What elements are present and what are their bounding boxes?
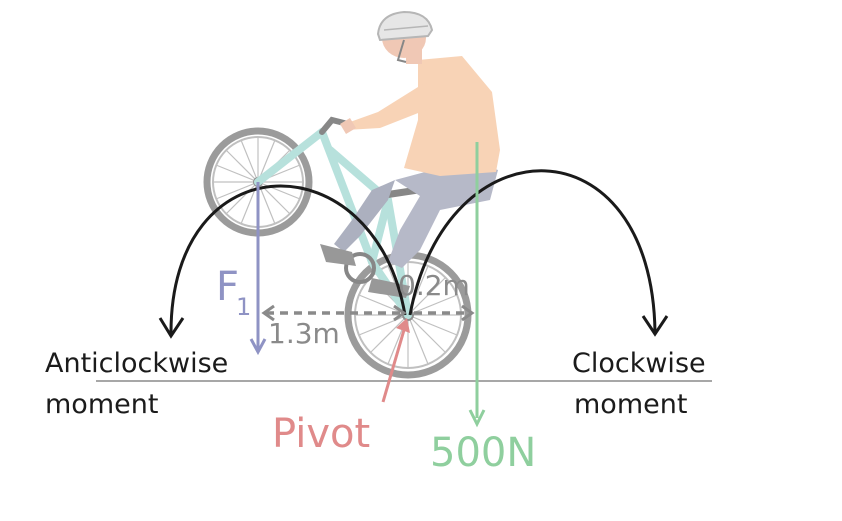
weight-500n-arrowhead [468, 409, 486, 428]
weight-500n-label: 500N [430, 430, 536, 476]
pivot-pointer-line [381, 329, 406, 403]
force-f1-arrowhead [249, 338, 267, 356]
anticlockwise-moment-arrow [169, 184, 407, 335]
anticlockwise-label-line2: moment [45, 389, 158, 420]
rider-legs [388, 160, 498, 268]
pivot-pointer-head [396, 318, 410, 333]
clockwise-moment-arrow [408, 169, 657, 333]
clockwise-label-line1: Clockwise [572, 348, 706, 379]
distance-left-label: 1.3m [268, 317, 340, 350]
anticlockwise-arrowhead [158, 317, 185, 339]
anticlockwise-label-line1: Anticlockwise [45, 348, 228, 379]
pivot-label: Pivot [272, 411, 370, 457]
clockwise-label-line2: moment [574, 389, 687, 420]
force-f1-subscript: 1 [236, 293, 251, 321]
rider-shirt [404, 56, 500, 176]
rider-helmet [376, 10, 434, 42]
force-f1-symbol: F [216, 264, 239, 310]
distance-right-label: 0.2m [398, 269, 470, 302]
clockwise-arrowhead [641, 315, 669, 337]
